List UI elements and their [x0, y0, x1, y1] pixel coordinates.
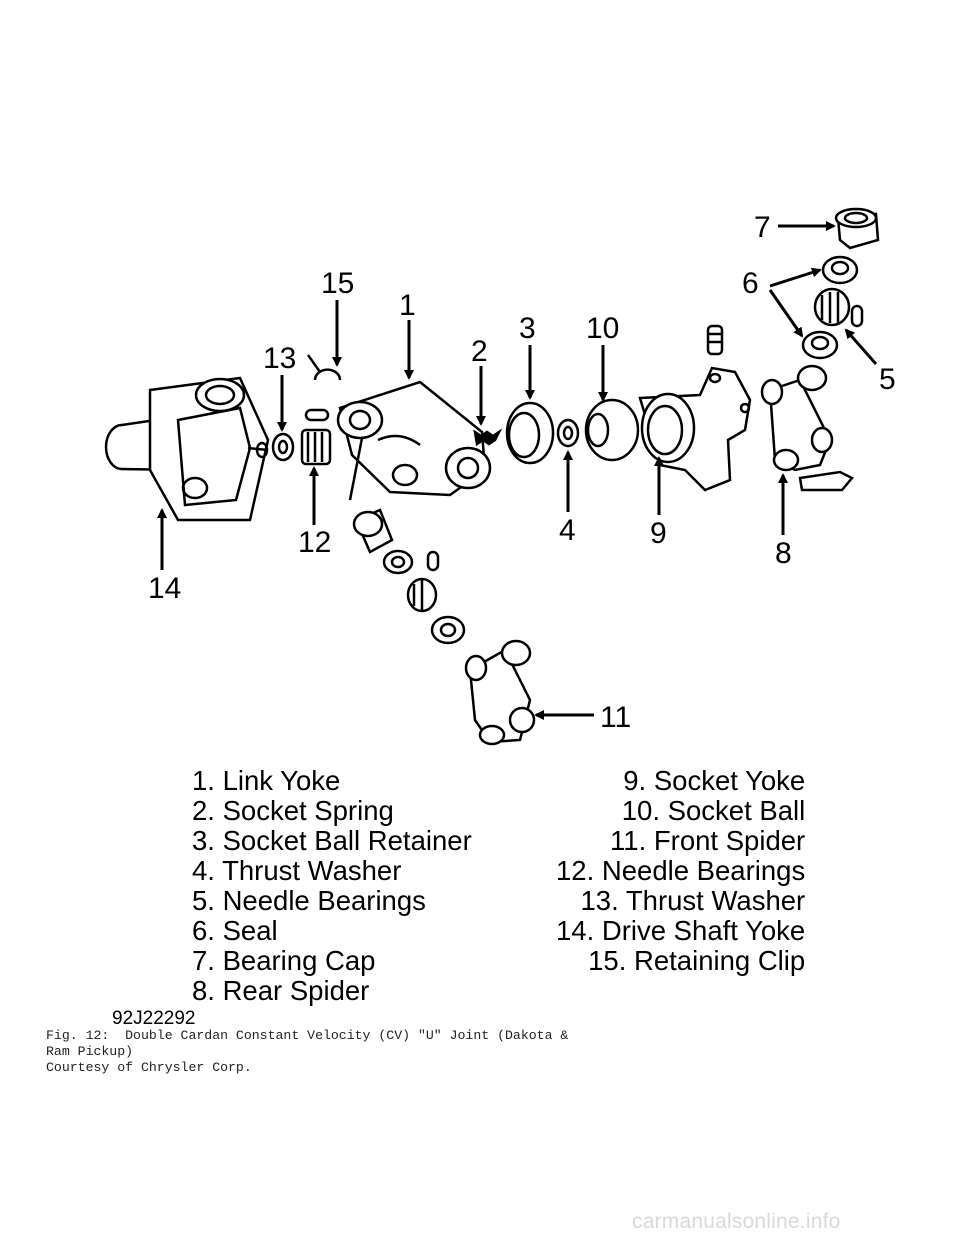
arrow-6b	[768, 289, 804, 338]
retaining-clip-part	[306, 354, 342, 381]
callout-5: 5	[879, 363, 896, 396]
socket-yoke-part	[638, 324, 752, 492]
legend-item: 12. Needle Bearings	[556, 855, 806, 886]
legend-item: 15. Retaining Clip	[588, 945, 806, 976]
callout-1: 1	[399, 289, 416, 322]
legend-item: 10. Socket Ball	[621, 795, 806, 826]
callout-6: 6	[742, 267, 759, 300]
exploded-view-diagram: 1 2 3 4 5 6 7 8 9 10 11 12 13 14 15	[104, 207, 896, 746]
callout-8: 8	[775, 537, 792, 570]
legend-item: 9. Socket Yoke	[623, 765, 806, 796]
rear-spider-part	[760, 364, 854, 492]
socket-ball-part	[584, 398, 640, 462]
callout-11: 11	[600, 701, 631, 734]
legend-left-column: 1. Link Yoke 2. Socket Spring 3. Socket …	[192, 766, 472, 1006]
callout-13: 13	[263, 342, 296, 375]
legend-item: 2. Socket Spring	[192, 795, 394, 826]
drive-shaft-yoke-part	[104, 376, 270, 522]
callout-9: 9	[650, 517, 667, 550]
arrow-6a	[769, 267, 822, 288]
legend-item: 11. Front Spider	[610, 825, 806, 856]
figure-code: 92J22292	[112, 1008, 196, 1029]
bearing-cap-part	[834, 207, 880, 250]
legend-item: 5. Needle Bearings	[192, 885, 426, 916]
figure-caption: Fig. 12: Double Cardan Constant Velocity…	[46, 1028, 569, 1075]
legend-item: 13. Thrust Washer	[580, 885, 806, 916]
legend-item: 3. Socket Ball Retainer	[192, 825, 472, 856]
legend-right-column: 9. Socket Yoke 10. Socket Ball 11. Front…	[556, 766, 805, 976]
socket-spring-part	[473, 428, 503, 447]
callout-7: 7	[754, 211, 771, 244]
legend-item: 14. Drive Shaft Yoke	[556, 915, 806, 946]
seal-lower-part	[801, 330, 839, 360]
callout-10: 10	[586, 312, 619, 345]
thrust-washer-13-part	[271, 432, 295, 462]
legend-item: 4. Thrust Washer	[192, 855, 402, 886]
callout-2: 2	[471, 335, 488, 368]
arrow-5	[844, 328, 878, 365]
callout-14: 14	[148, 572, 181, 605]
callout-12: 12	[298, 526, 331, 559]
legend-item: 1. Link Yoke	[192, 765, 341, 796]
needle-bearings-12-part	[300, 408, 332, 466]
callout-3: 3	[519, 312, 536, 345]
callout-4: 4	[559, 514, 576, 547]
legend-item: 8. Rear Spider	[192, 975, 370, 1006]
callout-15: 15	[321, 267, 354, 300]
link-yoke-part	[336, 380, 492, 501]
seal-upper-part	[821, 255, 859, 285]
thrust-washer-4-part	[556, 418, 580, 448]
legend-item: 7. Bearing Cap	[192, 945, 376, 976]
front-spider-stack-part	[352, 508, 536, 746]
needle-bearings-5-part	[813, 287, 864, 328]
watermark: carmanualsonline.info	[632, 1210, 841, 1233]
socket-ball-retainer-part	[505, 401, 555, 465]
legend-item: 6. Seal	[192, 915, 278, 946]
